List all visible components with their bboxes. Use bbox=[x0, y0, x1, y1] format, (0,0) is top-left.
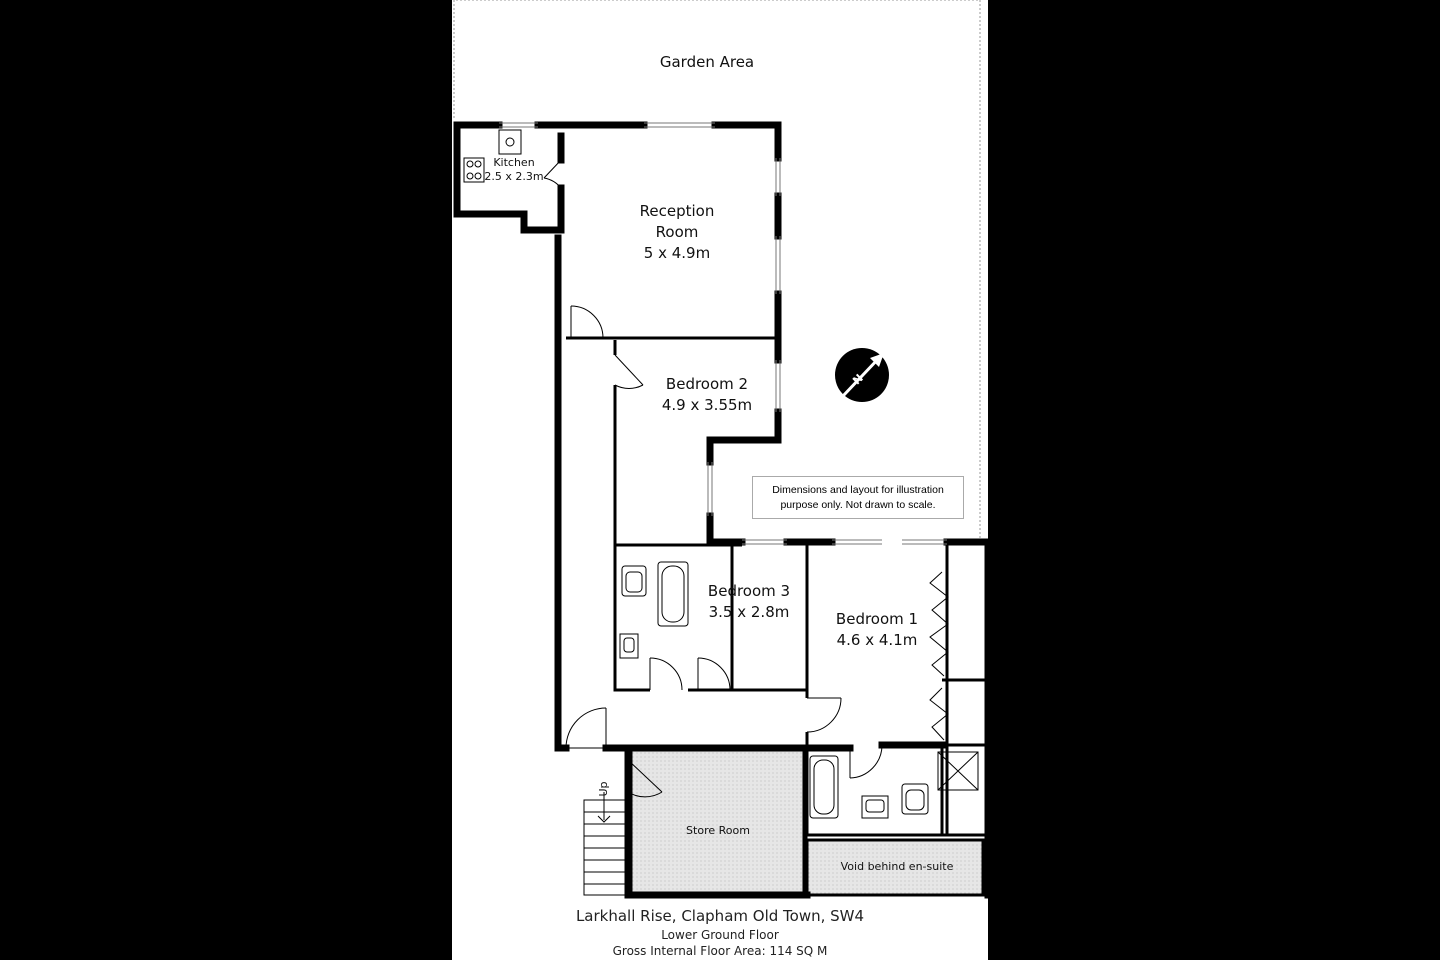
floor-plan-sheet: Garden Area Kitchen 2.5 x 2.3m Reception… bbox=[452, 0, 988, 960]
reception-size: 5 x 4.9m bbox=[643, 244, 711, 262]
bedroom-2-name: Bedroom 2 bbox=[665, 375, 749, 393]
store-room-area bbox=[627, 746, 808, 898]
bedroom-1-name: Bedroom 1 bbox=[835, 610, 919, 628]
kitchen-fixtures bbox=[463, 129, 522, 183]
garden-area-label: Garden Area bbox=[659, 53, 755, 71]
stairs-up-label: Up bbox=[597, 781, 610, 797]
floor-area: Gross Internal Floor Area: 114 SQ M bbox=[612, 944, 828, 958]
bedroom-1-size: 4.6 x 4.1m bbox=[836, 631, 918, 649]
compass-icon bbox=[835, 348, 889, 402]
garden-boundary bbox=[453, 0, 981, 540]
bedroom-2-label: Bedroom 2 4.9 x 3.55m bbox=[632, 374, 782, 416]
void-label: Void behind en-suite bbox=[840, 860, 954, 873]
bedroom-3-label: Bedroom 3 3.5 x 2.8m bbox=[674, 581, 824, 623]
bedroom-2-size: 4.9 x 3.55m bbox=[661, 396, 753, 414]
kitchen-name: Kitchen bbox=[493, 156, 535, 169]
floor-plan-drawing bbox=[453, 0, 988, 899]
bathroom-fixtures bbox=[619, 561, 979, 819]
doors bbox=[543, 159, 883, 798]
stairs bbox=[583, 792, 627, 896]
reception-name-line2: Room bbox=[655, 223, 699, 241]
reception-room-label: Reception Room 5 x 4.9m bbox=[602, 201, 752, 264]
bedroom-3-name: Bedroom 3 bbox=[707, 582, 791, 600]
bedroom-1-label: Bedroom 1 4.6 x 4.1m bbox=[802, 609, 952, 651]
reception-name-line1: Reception bbox=[639, 202, 715, 220]
disclaimer-line-1: Dimensions and layout for illustration bbox=[772, 483, 944, 496]
kitchen-label: Kitchen 2.5 x 2.3m bbox=[484, 156, 544, 184]
address-title: Larkhall Rise, Clapham Old Town, SW4 bbox=[575, 907, 865, 925]
bedroom-3-size: 3.5 x 2.8m bbox=[708, 603, 790, 621]
floor-name: Lower Ground Floor bbox=[661, 928, 779, 942]
disclaimer-note: Dimensions and layout for illustration p… bbox=[752, 476, 964, 519]
wardrobes bbox=[929, 571, 949, 741]
void-area bbox=[805, 838, 985, 897]
store-room-label: Store Room bbox=[686, 824, 750, 837]
windows bbox=[499, 122, 947, 545]
disclaimer-line-2: purpose only. Not drawn to scale. bbox=[780, 498, 936, 511]
walls bbox=[453, 121, 988, 899]
kitchen-size: 2.5 x 2.3m bbox=[484, 170, 544, 183]
interior-walls bbox=[566, 336, 988, 837]
